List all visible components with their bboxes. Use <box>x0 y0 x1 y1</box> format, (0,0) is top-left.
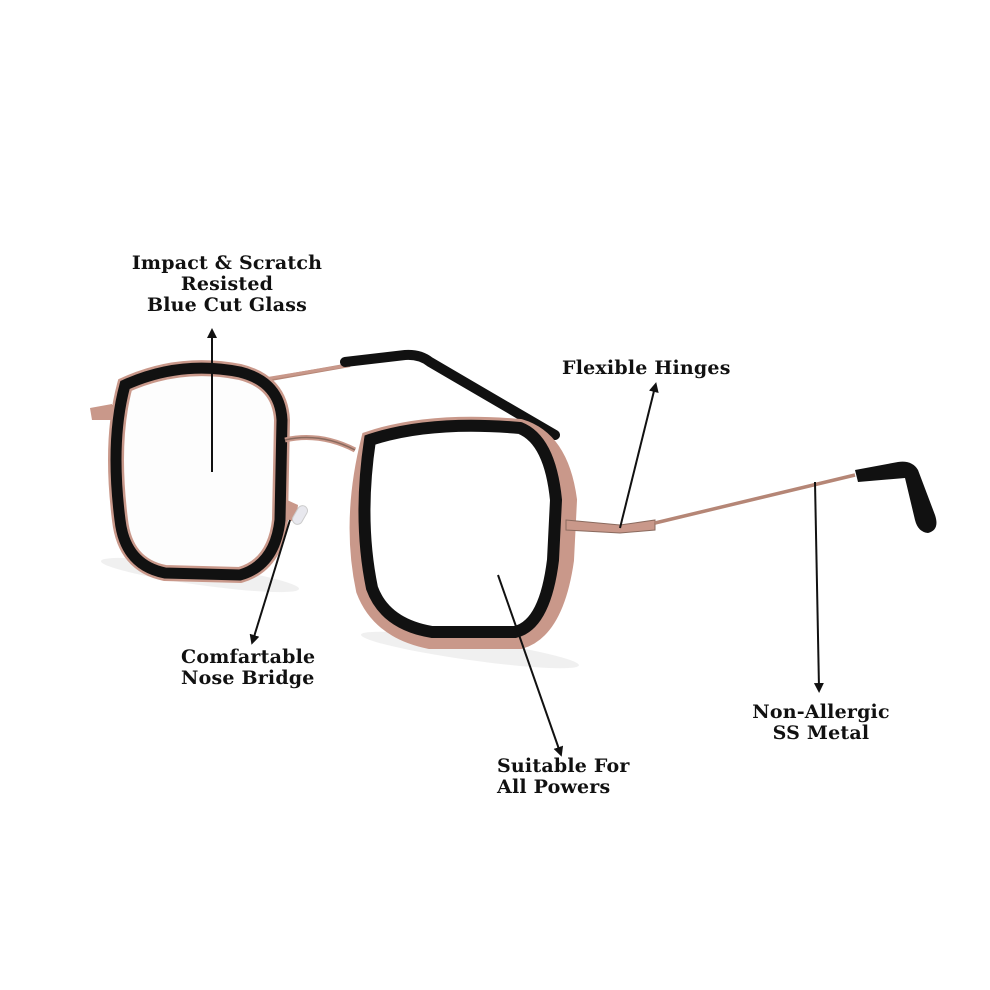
right-lens-frame <box>349 416 578 649</box>
callout-metal: Non-Allergic SS Metal <box>742 702 900 744</box>
callout-hinges: Flexible Hinges <box>562 358 731 379</box>
callout-nose: Comfartable Nose Bridge <box>181 647 315 689</box>
callout-powers: Suitable For All Powers <box>497 756 630 798</box>
callout-lens-line-2: Resisted <box>180 273 274 295</box>
callout-metal-line-2: SS Metal <box>772 722 870 744</box>
callout-lens-line-1: Impact & Scratch <box>131 252 323 274</box>
callout-lens-line-3: Blue Cut Glass <box>146 294 308 316</box>
callout-metal-line-1: Non-Allergic <box>752 701 890 723</box>
hinges-arrow <box>619 382 659 529</box>
callout-arrows <box>207 328 824 757</box>
callout-powers-line-1: Suitable For <box>497 755 630 777</box>
callout-lens: Impact & Scratch Resisted Blue Cut Glass <box>112 253 342 316</box>
callout-powers-line-2: All Powers <box>497 776 611 798</box>
left-lens-frame <box>108 360 291 584</box>
powers-arrow <box>497 574 564 757</box>
callout-nose-line-2: Nose Bridge <box>181 667 315 689</box>
callout-hinges-line-1: Flexible Hinges <box>562 357 731 379</box>
callout-nose-line-1: Comfartable <box>181 646 316 668</box>
metal-arrow <box>813 481 824 693</box>
near-temple-arm <box>565 461 937 534</box>
nose-arrow <box>249 519 291 645</box>
